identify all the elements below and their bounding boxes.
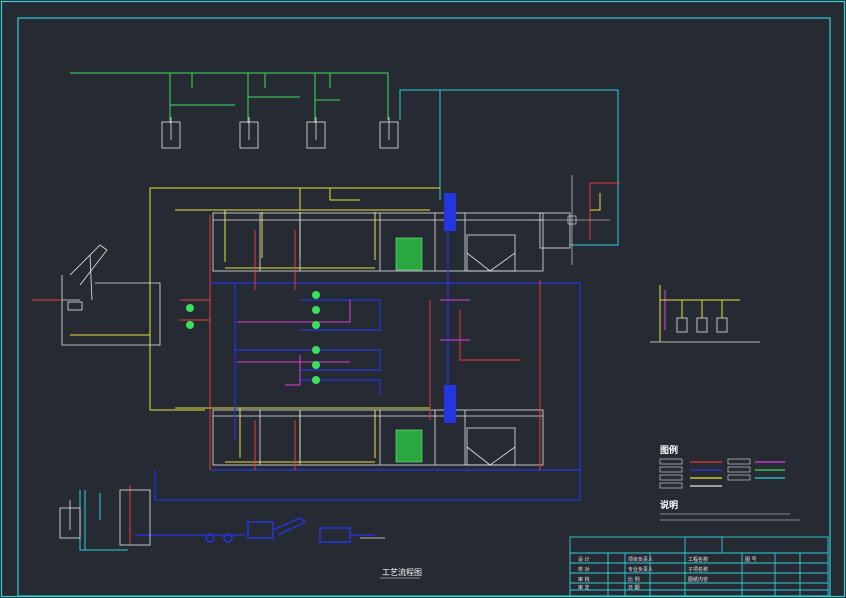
legend-ticks: [659, 458, 751, 489]
legend-swatches: [690, 461, 785, 487]
tb-cell-2: 审 核: [578, 576, 590, 583]
notes-lines: [660, 513, 800, 521]
sludge-pipes: [129, 182, 620, 545]
chemical-pipes: [237, 290, 740, 386]
tb-cell-0: 设 计: [578, 556, 590, 563]
legend: 图例 说明: [659, 444, 800, 521]
filter-press: [205, 517, 351, 543]
reuse-water-line: [79, 89, 619, 551]
title-block: [569, 536, 829, 597]
dosing-header: [70, 72, 389, 123]
pump-icons: [186, 291, 320, 384]
dosing-tanks: [161, 117, 399, 149]
drawing-title: 工艺流程图: [382, 567, 422, 577]
crosshair-icon: [535, 175, 610, 265]
blower-detail: [650, 317, 760, 343]
dewatering-equipment: [59, 489, 151, 546]
tb-cell-7: 日 期: [628, 585, 640, 591]
tb-cell-9: 工程名称: [688, 556, 708, 563]
inner-frame: [17, 17, 831, 597]
tb-cell-10: 子项名称: [688, 566, 708, 573]
water-pipes: [135, 230, 581, 536]
upper-tank-train: [212, 212, 571, 272]
blower-air: [659, 285, 740, 342]
media-modules: [395, 237, 423, 463]
title-block-text: 设 计 校 对 审 核 审 定 项目负责人 专业负责人 比 例 日 期 图 号 …: [578, 556, 757, 591]
tb-cell-11: 图纸内容: [688, 576, 708, 583]
tb-cell-4: 项目负责人: [628, 556, 653, 563]
air-pipes: [70, 187, 601, 463]
tb-cell-1: 校 对: [578, 566, 590, 573]
lower-tank-train: [212, 409, 544, 466]
tb-cell-8: 图 号: [745, 557, 757, 563]
membrane-devices: [444, 193, 456, 423]
tb-cell-3: 审 定: [578, 584, 590, 591]
tb-cell-6: 比 例: [628, 576, 640, 583]
notes-heading: 说明: [660, 499, 678, 511]
screen-tank: [61, 244, 161, 346]
tb-cell-5: 专业负责人: [628, 566, 653, 573]
legend-heading: 图例: [660, 444, 678, 456]
